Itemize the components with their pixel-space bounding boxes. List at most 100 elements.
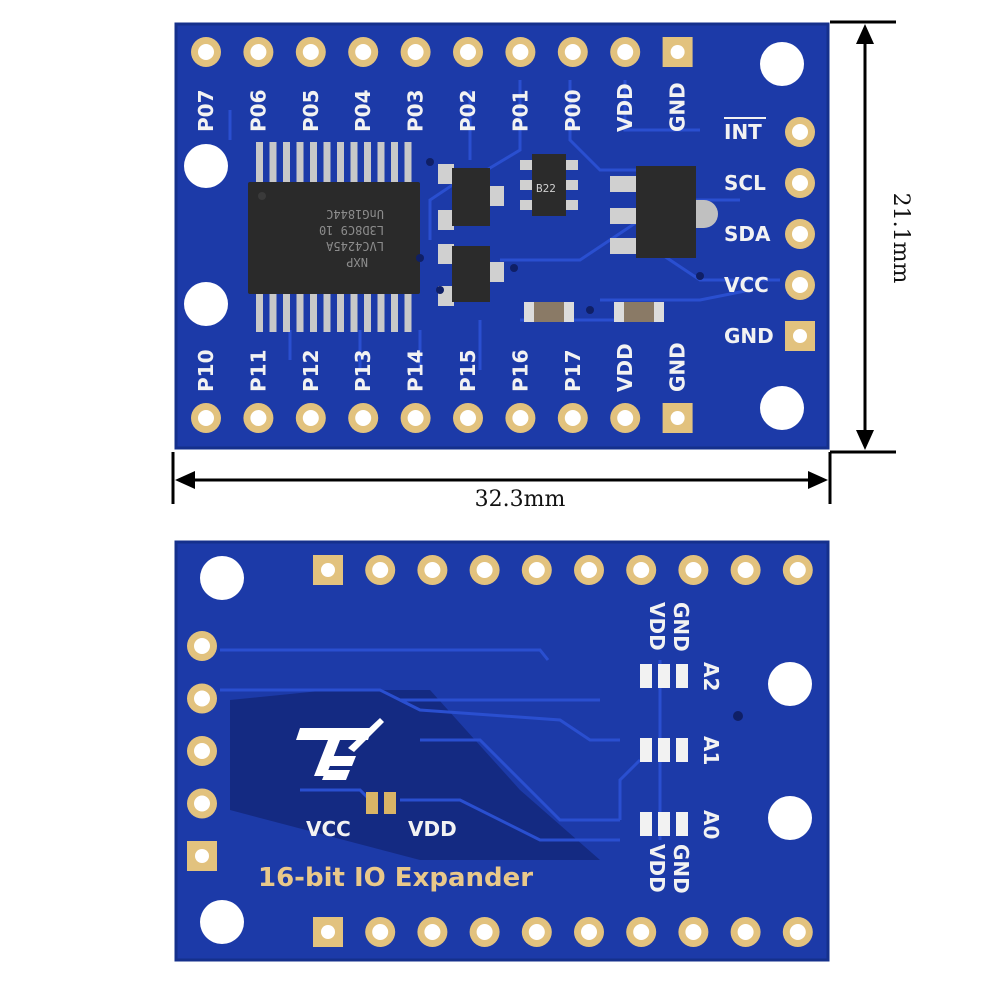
ic-pin [404,292,412,332]
front-bottom-header [191,403,693,433]
side-header-pad [785,270,815,300]
header-pad [782,917,813,947]
ic-pin [350,292,358,332]
header-pad [348,37,379,67]
header-pad [574,917,604,947]
side-header-pad [785,219,815,249]
jumper-bottom-vdd-label: VDD [645,844,669,893]
header-pad [191,37,221,67]
header-pad [521,555,552,585]
header-pad [521,917,552,947]
ic-pin [256,292,263,332]
pin-label: P06 [246,90,270,133]
ic-pin [256,142,263,184]
pin-label: P02 [456,90,480,133]
ic-pin [269,142,277,184]
mounting-hole [184,144,228,188]
header-pad [417,555,448,585]
header-pad [626,917,657,947]
pin1-dot [258,192,266,200]
ic-pin [310,292,317,332]
ic-pin [364,142,371,184]
ic-pin [337,292,344,332]
pin-label: P00 [561,90,585,133]
header-pad [295,37,326,67]
header-pad [730,917,761,947]
capacitor [614,302,664,322]
pin-label: P11 [246,350,270,393]
jumper-label: A0 [699,810,723,839]
back-bottom-header [313,917,813,947]
chip-line: NXP [346,255,368,269]
header-pad [295,403,326,433]
side-header-pad [785,321,815,351]
brand-logo [296,718,384,780]
dimension-lines: 21.1mm 32.3mm [171,20,913,512]
side-header-pad [187,841,217,871]
header-pad [365,917,396,947]
pin-label: P03 [404,90,428,133]
header-pad [348,403,379,433]
ic-pin [269,292,277,332]
header-pad [243,403,274,433]
side-pin-label: VCC [724,273,769,297]
ic-pin [377,142,385,184]
header-pad [313,555,343,585]
header-pad [505,37,536,67]
jumper-label: A2 [699,662,723,691]
side-header-pad [187,683,217,714]
header-pad [662,403,693,433]
side-pin-label: SCL [724,171,766,195]
back-top-header [313,555,813,585]
mounting-hole [200,900,244,944]
vcc-vdd-jumper [366,792,396,814]
jumper-top-vdd-label: VDD [645,602,669,651]
mounting-hole [184,282,228,326]
jumper-label: A1 [699,736,723,765]
ic-pin [391,292,398,332]
side-pin-label: SDA [724,222,771,246]
pin-label: P04 [351,90,375,133]
side-pin-label: INT [724,120,762,144]
side-header-pad [785,168,815,198]
chip-line: L3D8C9 10 [319,223,384,237]
side-header-pad [187,631,217,661]
header-pad [505,403,536,433]
header-pad [365,555,396,585]
header-pad [453,37,483,67]
header-pad [417,917,448,947]
ic-pin [337,142,344,184]
ic-pin [323,142,331,184]
pin-label: VDD [613,343,637,392]
ic-pin [391,142,398,184]
header-pad [662,37,693,67]
vias [416,158,704,314]
front-side-header [785,117,815,351]
side-header-pad [785,117,815,147]
via [733,711,743,721]
side-pin-label: GND [724,324,774,348]
chip-line: UnG1844C [326,207,384,221]
mounting-hole [760,386,804,430]
header-pad [469,555,500,585]
address-jumper-a0 [640,812,688,836]
pin-label: P14 [404,350,428,393]
header-pad [400,403,431,433]
front-pcb-edge [174,22,830,450]
main-ic-body [248,182,420,294]
ic-pin [283,142,290,184]
header-pad [574,555,604,585]
header-pad [243,37,274,67]
pin-label: P01 [508,90,532,133]
pin-label: P12 [299,350,323,393]
ic-pin [310,142,317,184]
ic-pin [283,292,290,332]
main-ic: NXP LVC4245A L3D8C9 10 UnG1844C [248,142,420,332]
pin-label: VDD [613,83,637,132]
jumper-top-gnd-label: GND [669,602,693,652]
